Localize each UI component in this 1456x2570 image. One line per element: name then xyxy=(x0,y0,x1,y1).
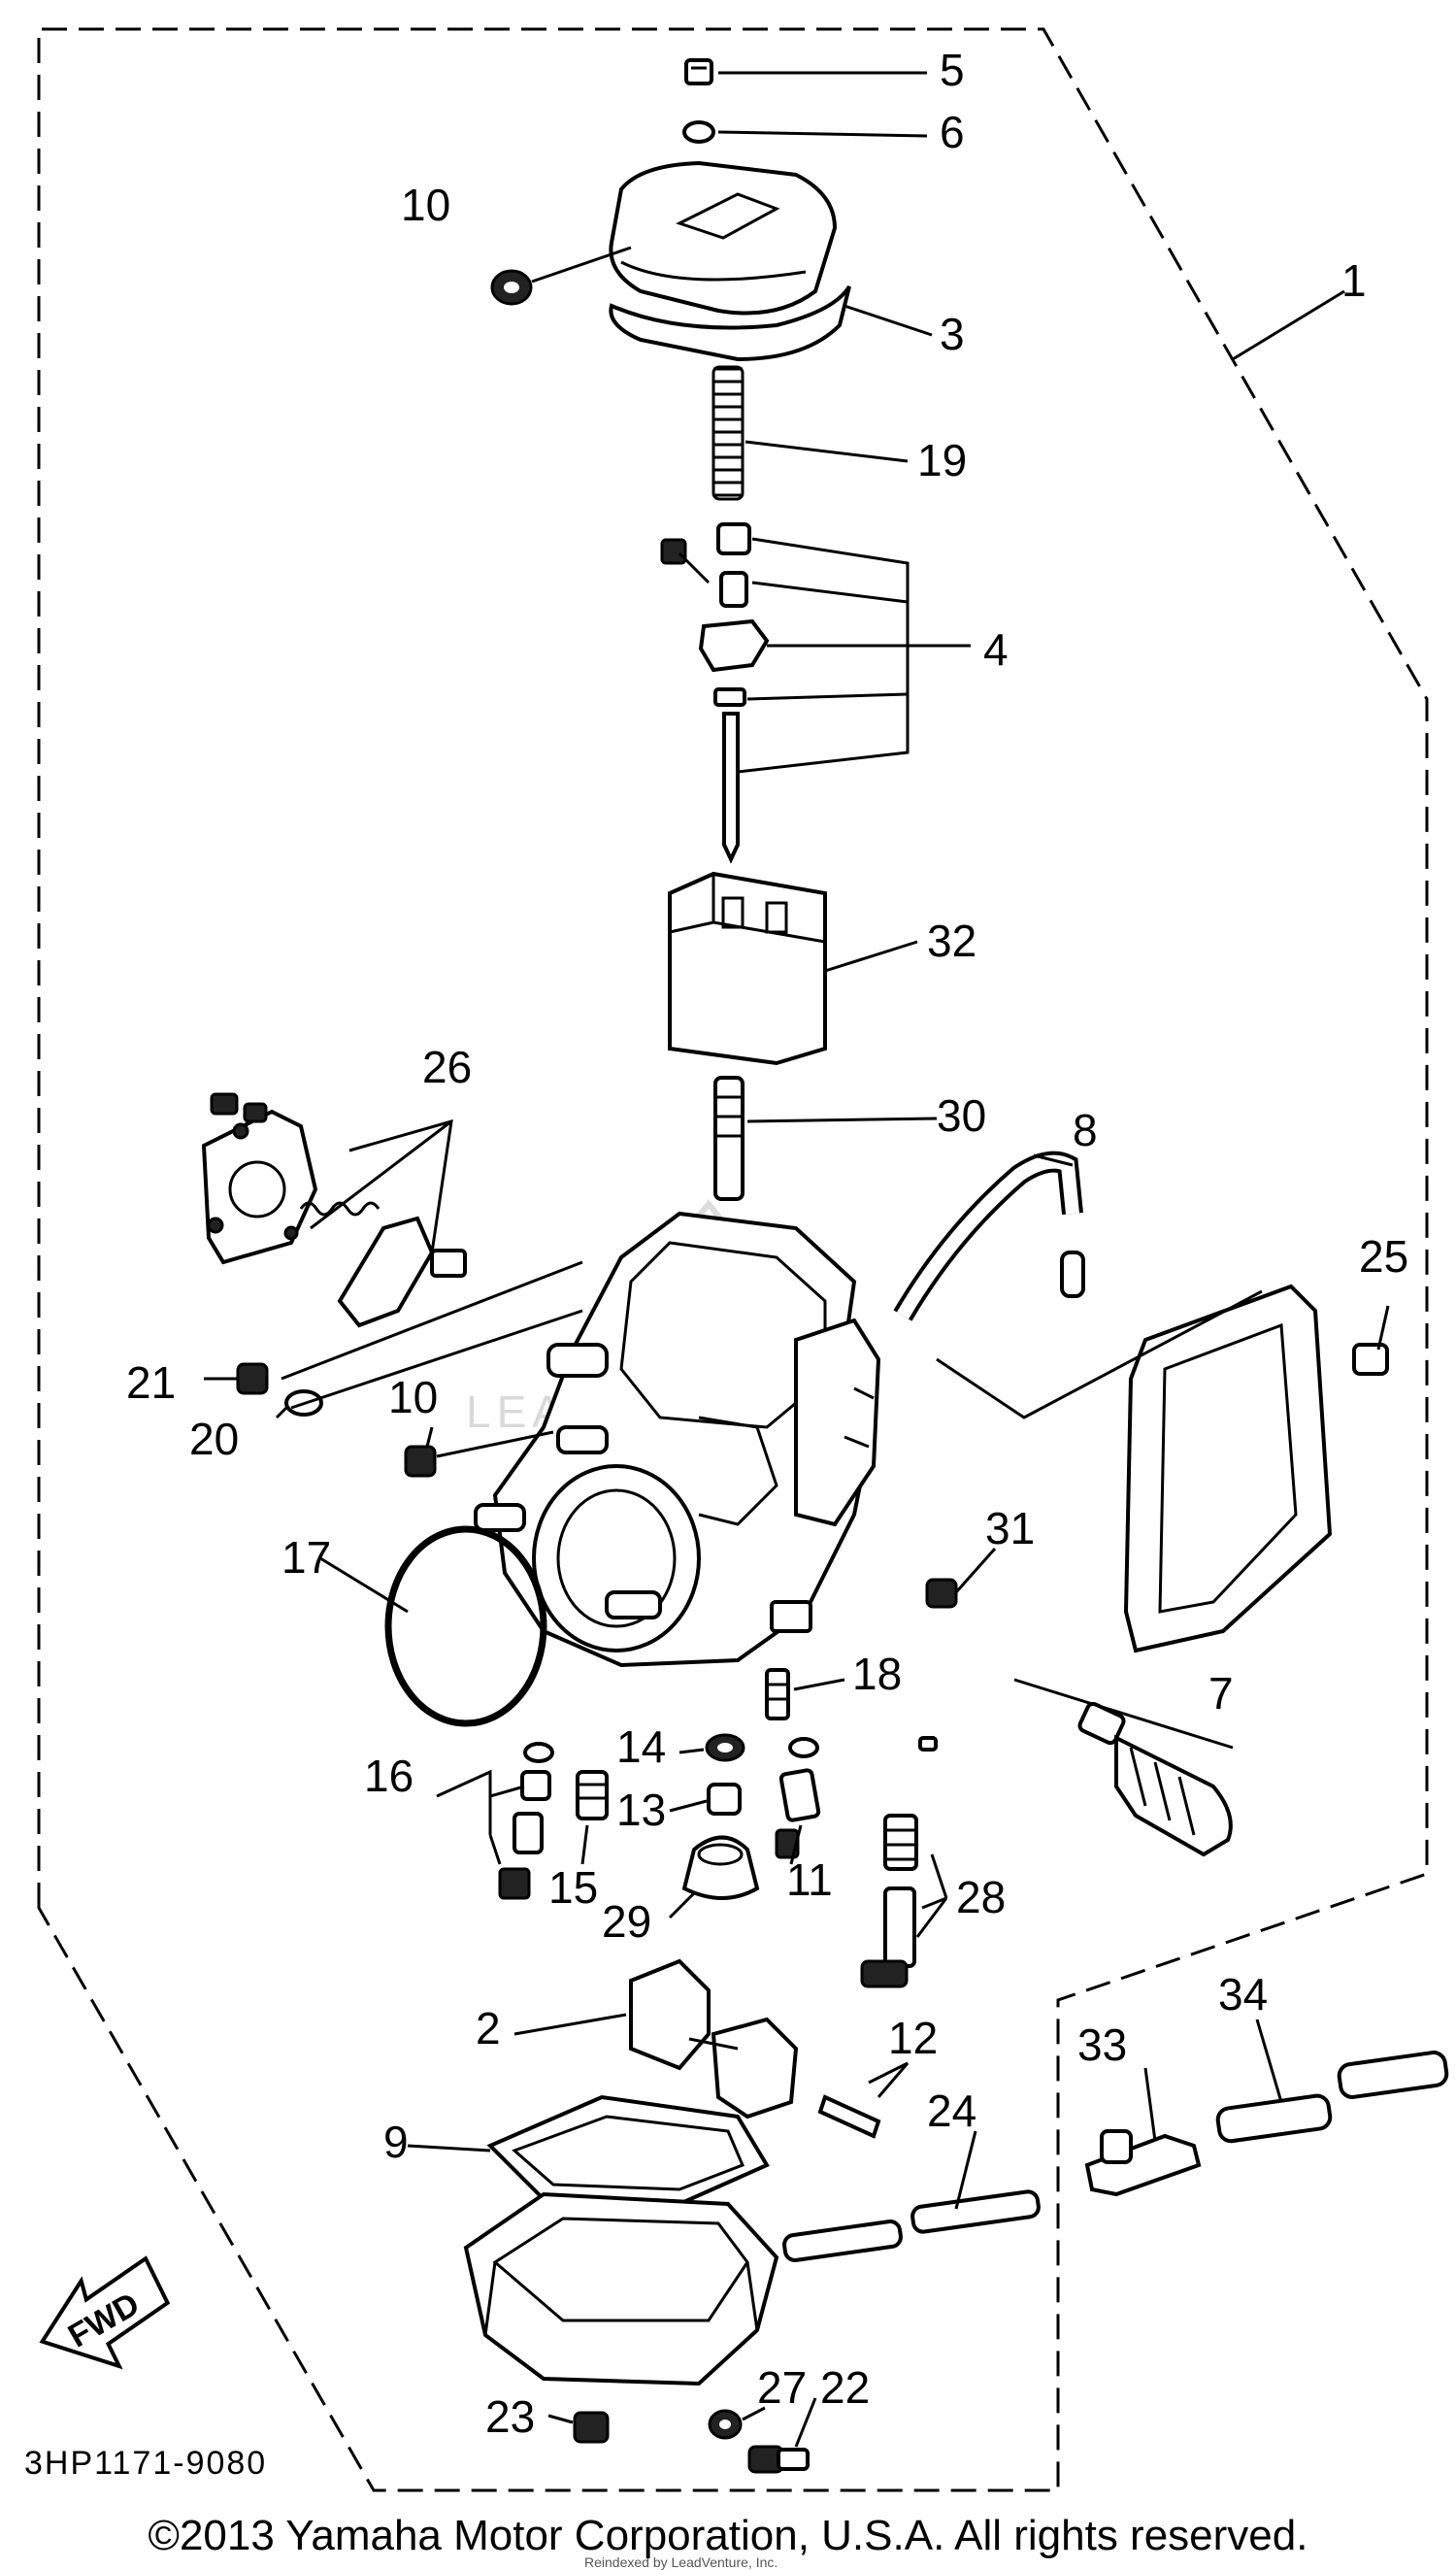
part-27-washer xyxy=(708,2409,743,2440)
callout-15: 15 xyxy=(548,1862,598,1913)
callout-6: 6 xyxy=(940,107,965,157)
fwd-arrow: FWD xyxy=(39,2255,171,2370)
callout-32: 32 xyxy=(927,916,976,966)
part-33-fitting xyxy=(1084,2129,1202,2197)
part-34-hose xyxy=(1215,2051,1449,2144)
part-15-spring xyxy=(576,1770,609,1820)
part-10-nut-side xyxy=(404,1445,437,1478)
part-28-throttle-screw-set xyxy=(860,1736,938,1988)
part-2-float xyxy=(629,1958,799,2119)
callout-labels: 5 6 10 1 3 19 4 32 26 30 8 25 21 20 10 1… xyxy=(126,45,1408,2442)
callout-33: 33 xyxy=(1077,2019,1127,2070)
callout-5: 5 xyxy=(940,45,965,95)
part-32-throttle-slide xyxy=(668,871,827,1066)
callout-30: 30 xyxy=(937,1090,986,1141)
callout-10-top: 10 xyxy=(401,180,450,230)
leader-lines xyxy=(204,71,1390,2448)
callout-7: 7 xyxy=(1208,1668,1234,1719)
assembly-boundary xyxy=(37,27,1429,2492)
part-24-hose-set xyxy=(782,2189,1041,2262)
callout-4: 4 xyxy=(983,624,1009,675)
callout-3: 3 xyxy=(940,309,965,359)
callout-28: 28 xyxy=(956,1872,1006,1922)
part-17-o-ring xyxy=(384,1525,547,1727)
callout-8: 8 xyxy=(1073,1105,1098,1155)
part-7-throttle-stop-screw xyxy=(1077,1701,1233,1857)
callout-23: 23 xyxy=(485,2391,535,2442)
carburetor-body xyxy=(474,1211,881,1668)
callout-21: 21 xyxy=(126,1357,176,1408)
part-21-screw xyxy=(236,1362,269,1395)
callout-18: 18 xyxy=(852,1649,902,1699)
callout-16: 16 xyxy=(364,1751,414,1801)
callout-20: 20 xyxy=(189,1414,239,1464)
part-11-jet-set xyxy=(775,1737,821,1859)
part-30-needle-jet xyxy=(713,1076,745,1201)
callout-31: 31 xyxy=(985,1503,1035,1553)
part-5-screw xyxy=(684,58,713,85)
part-9-gasket xyxy=(486,2094,770,2207)
part-26-cover-assembly xyxy=(201,1092,467,1328)
part-16-pilot-screw-set xyxy=(498,1742,554,1900)
part-10-nut-top xyxy=(490,269,533,306)
callout-24: 24 xyxy=(927,2086,976,2136)
callout-14: 14 xyxy=(616,1721,666,1772)
callout-27: 27 xyxy=(757,2362,807,2413)
callout-1: 1 xyxy=(1341,255,1367,306)
callout-26: 26 xyxy=(422,1042,472,1092)
part-6-washer xyxy=(682,120,715,144)
callout-34: 34 xyxy=(1218,1969,1268,2019)
part-4-needle-assembly xyxy=(660,522,770,864)
part-8-hose xyxy=(893,1151,1085,1321)
callout-19: 19 xyxy=(917,435,967,485)
part-19-spring xyxy=(711,365,745,501)
callout-13: 13 xyxy=(616,1785,666,1835)
part-14-gasket xyxy=(705,1733,745,1762)
callout-17: 17 xyxy=(281,1532,331,1583)
part-3-top-cover xyxy=(609,160,851,362)
part-23-screw xyxy=(573,2411,610,2444)
side-cover xyxy=(1123,1284,1333,1653)
part-12-pin xyxy=(817,2094,881,2139)
callout-10-side: 10 xyxy=(388,1372,438,1422)
callout-22: 22 xyxy=(820,2362,870,2413)
callout-11: 11 xyxy=(786,1854,833,1905)
part-31-plug xyxy=(925,1578,958,1609)
diagram-code: 3HP1171-9080 xyxy=(24,2445,267,2482)
callout-2: 2 xyxy=(476,2003,501,2053)
callout-25: 25 xyxy=(1359,1231,1408,1282)
float-bowl xyxy=(463,2191,779,2386)
part-29-cap xyxy=(681,1835,760,1900)
part-25-screw xyxy=(1352,1343,1389,1376)
reindex-stamp: Reindexed by LeadVenture, Inc. xyxy=(584,2554,778,2570)
callout-12: 12 xyxy=(888,2013,938,2063)
copyright-notice: ©2013 Yamaha Motor Corporation, U.S.A. A… xyxy=(148,2512,1308,2559)
callout-9: 9 xyxy=(383,2117,409,2167)
callout-29: 29 xyxy=(602,1896,651,1947)
part-18-jet xyxy=(765,1668,790,1720)
part-13-main-jet xyxy=(707,1783,742,1816)
part-22-drain-screw xyxy=(747,2445,810,2474)
